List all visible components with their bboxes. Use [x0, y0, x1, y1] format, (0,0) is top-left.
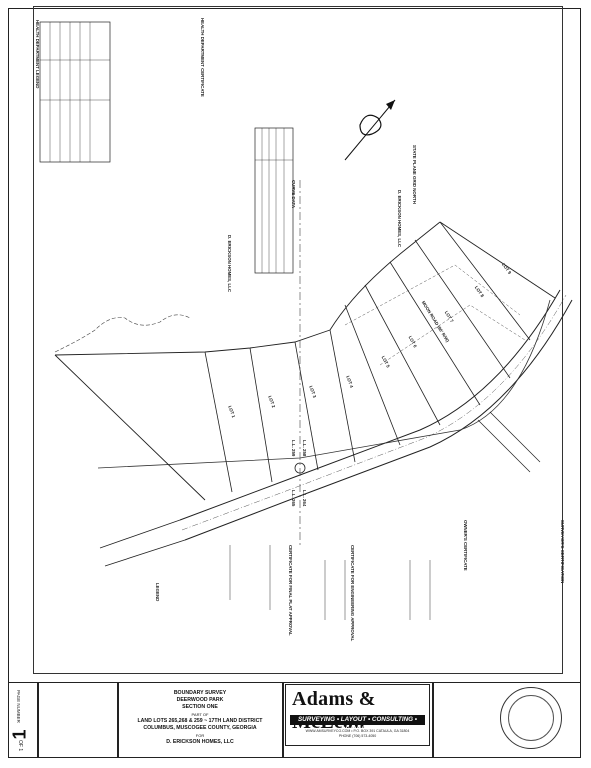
road-edge-south	[184, 299, 573, 541]
for-label: FOR	[195, 733, 205, 738]
road-edge-south-ext	[104, 539, 186, 567]
health-certificate-text	[192, 18, 196, 138]
setback-line-2	[379, 304, 526, 366]
revision-cell	[38, 682, 118, 758]
owner-label-b: D. ERICKSON HOMES, LLC	[397, 190, 402, 248]
road-edge-north	[179, 289, 561, 521]
ll-259-label: L.L. 259	[291, 440, 296, 457]
lot-line-8	[414, 239, 511, 379]
rear-boundary-west	[54, 329, 331, 356]
client-name: D. ERICKSON HOMES, LLC	[166, 739, 234, 745]
lot-line-9	[439, 221, 531, 341]
lot-line-1	[204, 351, 233, 493]
ll-264-label: L.L. 264	[302, 490, 307, 507]
health-legend-heading: HEALTH DEPARTMENT LEGEND	[35, 20, 40, 89]
owner-label-a: D. ERICKSON HOMES, LLC	[227, 235, 232, 293]
north-label: STATE PLANE GRID NORTH	[412, 145, 417, 204]
surveyors-certification-heading: SURVEYOR'S CERTIFICATION	[560, 520, 565, 584]
planning-certificate-heading: CERTIFICATE FOR FINAL PLAT APPROVAL	[288, 545, 293, 636]
seal-cell	[433, 682, 581, 758]
company-web: WWW.AMSURVEYCO.COM • P.O. BOX 391 CATAUL…	[305, 729, 410, 733]
section-name: SECTION ONE	[182, 704, 218, 710]
company-services: SURVEYING • LAYOUT • CONSULTING • PLANNI…	[290, 715, 425, 733]
road-edge-north-ext	[99, 519, 181, 549]
creek-line	[54, 314, 191, 353]
rear-boundary-curve	[329, 221, 441, 331]
plat-sheet	[8, 8, 581, 758]
rear-boundary-east	[439, 221, 556, 299]
project-info: BOUNDARY SURVEY DEERWOOD PARK SECTION ON…	[120, 690, 280, 746]
health-legend-table	[39, 21, 111, 163]
engineering-certificate-heading: CERTIFICATE FOR ENGINEERING APPROVAL	[350, 545, 355, 642]
surveyor-seal-icon	[500, 687, 562, 749]
project-location: COLUMBUS, MUSCOGEE COUNTY, GEORGIA	[143, 725, 257, 731]
page-number: 1	[9, 729, 30, 740]
lot-line-7	[389, 261, 481, 406]
legend-heading: LEGEND	[155, 583, 160, 602]
road-centerline	[181, 294, 567, 531]
lot-line-2	[249, 347, 273, 483]
ll-258-label: L.L. 258	[302, 440, 307, 457]
company-phone: PHONE (706) 573-4050	[338, 733, 377, 738]
page-number-label: PAGE NUMBER	[16, 690, 21, 723]
health-certificate-heading: HEALTH DEPARTMENT CERTIFICATE	[200, 18, 205, 97]
land-lots: LAND LOTS 265,268 & 259 ~ 17TH LAND DIST…	[137, 718, 263, 724]
lot-line-3	[294, 341, 319, 471]
project-cell	[118, 682, 283, 758]
owners-certificate-heading: OWNER'S CERTIFICATE	[463, 520, 468, 571]
page-total: OF 1	[17, 740, 23, 752]
drawing-area	[33, 6, 563, 674]
lot-line-4	[329, 329, 356, 463]
ll-265-label: L.L. 265	[291, 490, 296, 507]
survey-type: BOUNDARY SURVEY	[173, 690, 227, 696]
setback-line	[344, 264, 521, 326]
curve-data-heading: CURVE DATA	[291, 180, 296, 209]
right-of-way-line	[97, 299, 551, 469]
west-boundary	[54, 354, 206, 501]
company-contact: WWW.AMSURVEYCO.COM • P.O. BOX 391 CATAUL…	[290, 729, 425, 738]
side-street	[477, 419, 531, 473]
subdivision-name: DEERWOOD PARK	[176, 697, 224, 703]
company-cell	[283, 682, 433, 758]
lot-line-6	[364, 284, 441, 426]
certificate-signature-lines	[229, 545, 431, 620]
health-certificate-body	[192, 18, 196, 19]
lot-line-5	[344, 304, 401, 446]
company-logo: Adams & McLean SURVEYING • LAYOUT • CONS…	[285, 684, 430, 746]
land-lot-corner	[294, 462, 306, 474]
north-arrow-icon	[344, 99, 396, 161]
page-number-cell	[8, 682, 38, 758]
curve-data-table	[254, 127, 294, 274]
part-of-label: PART OF	[191, 712, 209, 717]
side-street-2	[489, 411, 541, 463]
